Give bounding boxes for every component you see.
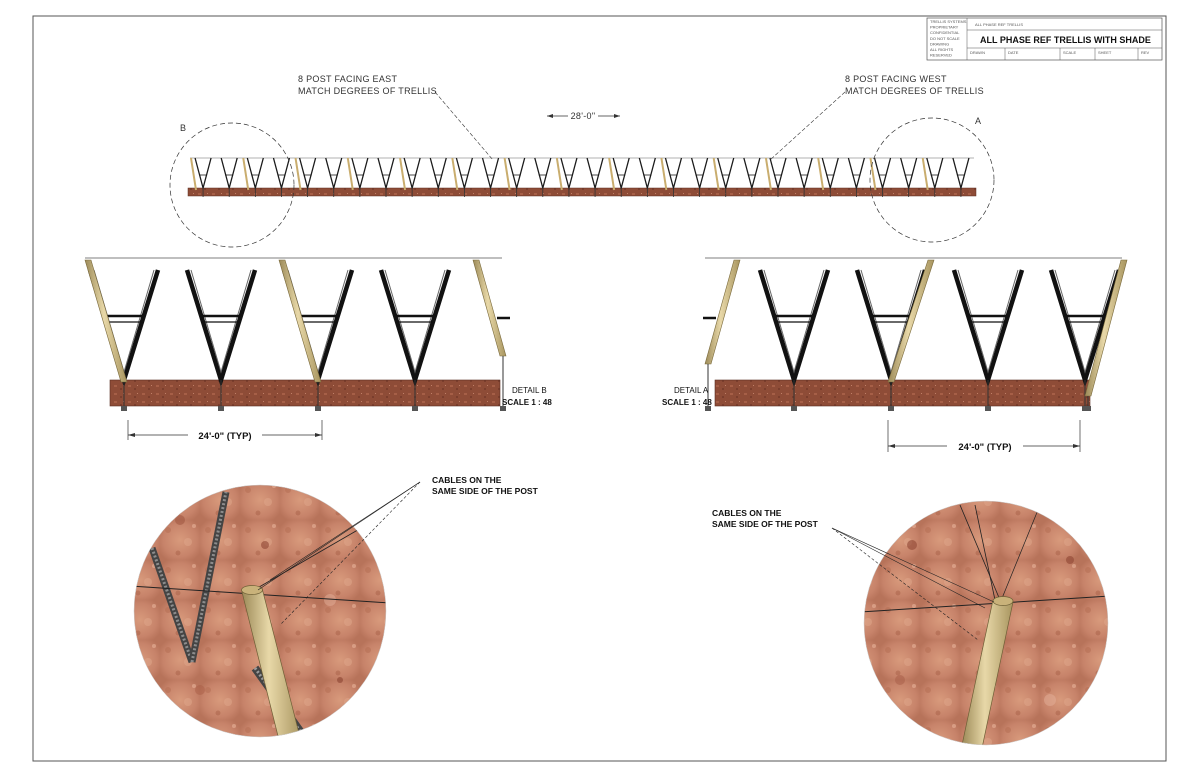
detail-b-view: DETAIL B SCALE 1 : 48 24'-0" (TYP): [84, 257, 552, 442]
overview-trellis-unit: [377, 157, 395, 197]
detail-a-scale: SCALE 1 : 48: [662, 398, 712, 407]
title-block-field-4: REV: [1141, 50, 1150, 55]
title-block-field-1: DATE: [1008, 50, 1019, 55]
title-block-info-4: DRAWING: [930, 41, 949, 46]
sheet-border: [32, 15, 1167, 762]
detail-a-dimension: 24'-0" (TYP): [887, 420, 1081, 453]
title-block-field-0: DRAWN: [970, 50, 985, 55]
overview-trellis-unit: [399, 157, 421, 197]
detail-b-ground: [109, 379, 501, 407]
detail-circle-a: [869, 117, 995, 243]
detail-b-units-post: [84, 259, 128, 411]
overview-elevation: 28'-0" 8 POST FACING EAST MATCH DEGREES …: [169, 74, 995, 248]
callout-left-line2: SAME SIDE OF THE POST: [432, 486, 539, 496]
overview-trellis-unit: [921, 157, 944, 197]
title-block-info-3: DO NOT SCALE: [930, 36, 960, 41]
detail-b-scale: SCALE 1 : 48: [502, 398, 552, 407]
overview-trellis-unit: [869, 157, 892, 197]
overview-dimension: 28'-0": [547, 110, 620, 121]
detail-marker-a: A: [975, 116, 981, 126]
overview-trellis-unit: [608, 157, 630, 197]
overview-trellis-unit: [242, 157, 264, 197]
callout-left-line1: CABLES ON THE: [432, 475, 502, 485]
overview-trellis-unit: [712, 157, 735, 197]
note-east-leader: [434, 91, 494, 161]
detail-b-dimension: 24'-0" (TYP): [127, 420, 323, 442]
overview-trellis-unit: [503, 157, 526, 197]
overview-trellis-unit: [429, 157, 447, 197]
title-block-info-0: TRELLIS SYSTEMS: [930, 19, 967, 24]
overview-trellis-unit: [638, 157, 656, 197]
callout-right-line2: SAME SIDE OF THE POST: [712, 519, 819, 529]
detail-a-units-v-frame: [1048, 269, 1122, 411]
detail-a-view: DETAIL A SCALE 1 : 48 24'-0" (TYP): [662, 257, 1128, 453]
overview-trellis-unit: [795, 157, 813, 197]
overview-ground: [187, 187, 977, 197]
overview-trellis-unit: [690, 157, 709, 197]
overview-trellis-unit: [451, 157, 474, 197]
detail-circle-b: [169, 122, 295, 248]
overview-trellis-unit: [764, 157, 787, 197]
detail-b-units-post: [278, 259, 322, 411]
overview-trellis-unit: [555, 157, 578, 197]
title-block-info-2: CONFIDENTIAL: [930, 30, 960, 35]
detail-a-ground: [714, 379, 1091, 407]
detail-a-dimension-text: 24'-0" (TYP): [958, 442, 1011, 453]
detail-a-units-post: [704, 259, 741, 411]
detail-b-units-post: [472, 259, 507, 411]
overview-trellis-unit: [294, 157, 317, 197]
detail-marker-b: B: [180, 123, 186, 133]
overview-trellis-unit: [220, 157, 238, 197]
detail-a-units-v-frame: [951, 269, 1025, 411]
title-block-info-6: RESERVED: [930, 53, 952, 58]
title-block-info-5: ALL RIGHTS: [930, 47, 954, 52]
overview-dimension-text: 28'-0": [571, 111, 596, 121]
detail-b-units-v-frame: [378, 269, 452, 411]
detail-a-label: DETAIL A: [674, 386, 709, 395]
detail-a-units-post: [1084, 259, 1128, 411]
detail-b-dimension-text: 24'-0" (TYP): [198, 431, 251, 442]
overview-trellis-units: [190, 157, 970, 197]
overview-trellis-unit: [346, 157, 369, 197]
overview-trellis-unit: [325, 157, 343, 197]
overview-trellis-unit: [586, 157, 604, 197]
drawing-title: ALL PHASE REF TRELLIS WITH SHADE: [980, 35, 1151, 45]
overview-trellis-unit: [481, 157, 500, 197]
overview-trellis-unit: [847, 157, 866, 197]
overview-trellis-unit: [743, 157, 761, 197]
title-block-field-2: SCALE: [1063, 50, 1076, 55]
note-west-leader: [769, 91, 846, 161]
note-west-line1: 8 POST FACING WEST: [845, 74, 947, 84]
detail-b-label: DETAIL B: [512, 386, 547, 395]
title-block-info-1: PROPRIETARY: [930, 25, 959, 30]
title-block: TRELLIS SYSTEMSPROPRIETARYCONFIDENTIALDO…: [926, 17, 1163, 61]
overview-trellis-unit: [900, 157, 918, 197]
overview-trellis-unit: [660, 157, 683, 197]
zoom-view-left: CABLES ON THE SAME SIDE OF THE POST: [133, 475, 539, 738]
title-block-top: ALL PHASE REF TRELLIS: [975, 22, 1023, 27]
note-east-line1: 8 POST FACING EAST: [298, 74, 397, 84]
zoom-view-right: CABLES ON THE SAME SIDE OF THE POST: [712, 500, 1109, 746]
title-block-field-3: SHEET: [1098, 50, 1112, 55]
overview-trellis-unit: [817, 157, 839, 197]
note-west-line2: MATCH DEGREES OF TRELLIS: [845, 86, 984, 96]
overview-trellis-unit: [952, 157, 970, 197]
overview-trellis-unit: [534, 157, 552, 197]
detail-b-units-v-frame: [184, 269, 258, 411]
overview-trellis-unit: [272, 157, 291, 197]
overview-trellis-unit: [190, 157, 212, 197]
detail-a-units-post: [887, 259, 935, 411]
callout-right-line1: CABLES ON THE: [712, 508, 782, 518]
note-east-line2: MATCH DEGREES OF TRELLIS: [298, 86, 437, 96]
detail-a-units-v-frame: [757, 269, 831, 411]
